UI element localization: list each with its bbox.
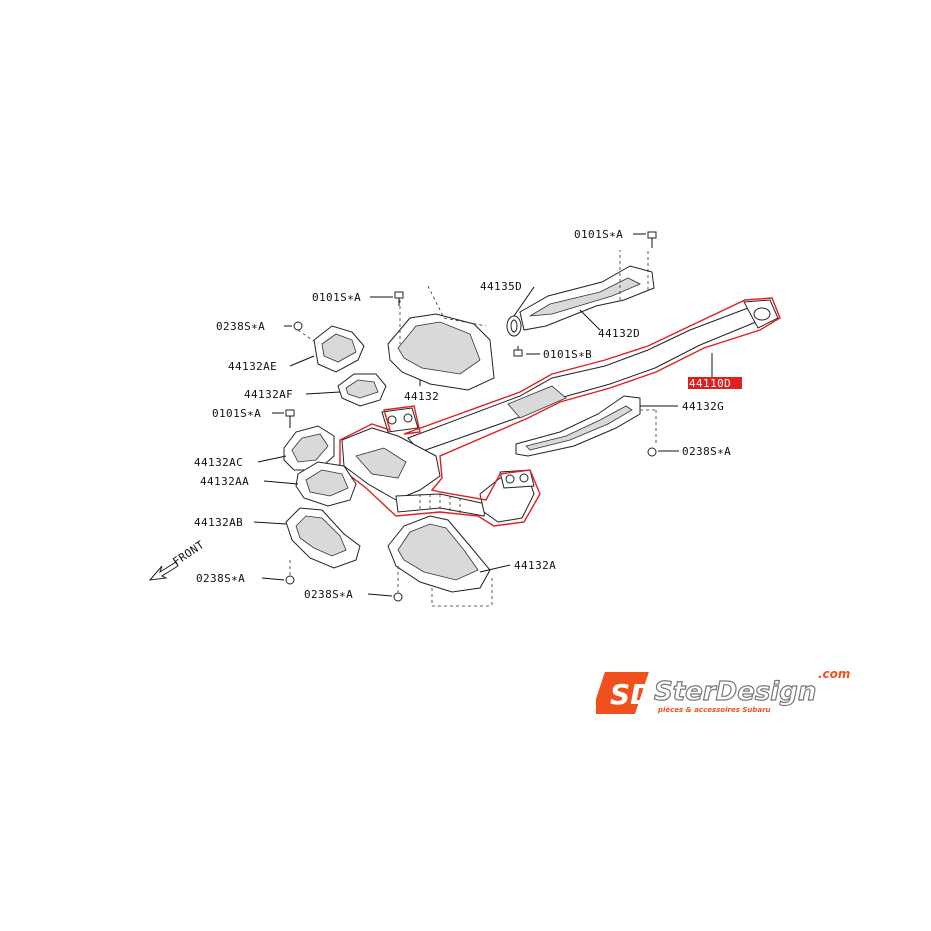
clamp-44135d[interactable] bbox=[506, 315, 522, 337]
label-44132: 44132 bbox=[404, 390, 439, 403]
logo-graphic: SD SterDesign .com pièces & accessoires … bbox=[590, 667, 850, 714]
label-44132aa: 44132AA bbox=[200, 475, 249, 488]
heat-shield-44132af[interactable] bbox=[337, 373, 387, 407]
heat-shield-44132ab[interactable] bbox=[285, 507, 361, 576]
label-0101s-a-mid: 0101S∗A bbox=[312, 291, 361, 304]
label-0238s-a-bottom: 0238S∗A bbox=[304, 588, 353, 601]
nut-0238s-a-top[interactable] bbox=[293, 321, 303, 331]
label-front: FRONT bbox=[170, 538, 206, 568]
logo-domain-text: .com bbox=[818, 667, 850, 681]
front-exhaust-pipe-44110d[interactable] bbox=[339, 297, 781, 527]
label-44132g: 44132G bbox=[682, 400, 724, 413]
heat-shield-44132[interactable] bbox=[387, 285, 495, 391]
label-44132af: 44132AF bbox=[244, 388, 293, 401]
bolt-0101s-b[interactable] bbox=[513, 346, 523, 357]
nut-0238s-a-right[interactable] bbox=[647, 447, 657, 457]
label-0238s-a-bottom-left: 0238S∗A bbox=[196, 572, 245, 585]
logo-mark-badge bbox=[590, 672, 649, 714]
label-44110d-highlight bbox=[688, 377, 742, 389]
heat-shield-44132g[interactable] bbox=[515, 395, 657, 457]
logo-tagline-text: pièces & accessoires Subaru bbox=[657, 706, 771, 714]
label-44135d: 44135D bbox=[480, 280, 522, 293]
sterdesign-logo: SD SterDesign .com pièces & accessoires … bbox=[590, 664, 858, 724]
heat-shield-44132d[interactable] bbox=[519, 248, 655, 331]
label-44110d: 44110D bbox=[689, 377, 731, 390]
label-0238s-a-top: 0238S∗A bbox=[216, 320, 265, 333]
label-0101s-b: 0101S∗B bbox=[543, 348, 592, 361]
label-44132ab: 44132AB bbox=[194, 516, 243, 529]
heat-shield-44132aa[interactable] bbox=[295, 461, 357, 507]
bolt-0101s-a-left[interactable] bbox=[285, 409, 295, 428]
bolt-0101s-a-top[interactable] bbox=[647, 231, 657, 248]
heat-shield-44132a[interactable] bbox=[387, 515, 493, 607]
heat-shield-44132ac[interactable] bbox=[283, 425, 335, 471]
logo-brand-text: SterDesign bbox=[654, 677, 816, 707]
label-0238s-a-right: 0238S∗A bbox=[682, 445, 731, 458]
label-44132ae: 44132AE bbox=[228, 360, 277, 373]
heat-shield-44132ae[interactable] bbox=[297, 325, 365, 373]
label-44132a: 44132A bbox=[514, 559, 556, 572]
label-0101s-a-top: 0101S∗A bbox=[574, 228, 623, 241]
label-0101s-a-left: 0101S∗A bbox=[212, 407, 261, 420]
label-44132d: 44132D bbox=[598, 327, 640, 340]
leader-lines bbox=[253, 233, 713, 597]
label-44132ac: 44132AC bbox=[194, 456, 243, 469]
nut-0238s-a-bottom-left[interactable] bbox=[285, 575, 295, 585]
bolt-0101s-a-mid[interactable] bbox=[394, 291, 404, 306]
nut-0238s-a-bottom[interactable] bbox=[393, 592, 403, 602]
front-arrow-icon bbox=[148, 561, 179, 581]
logo-mark-text: SD bbox=[610, 678, 653, 711]
